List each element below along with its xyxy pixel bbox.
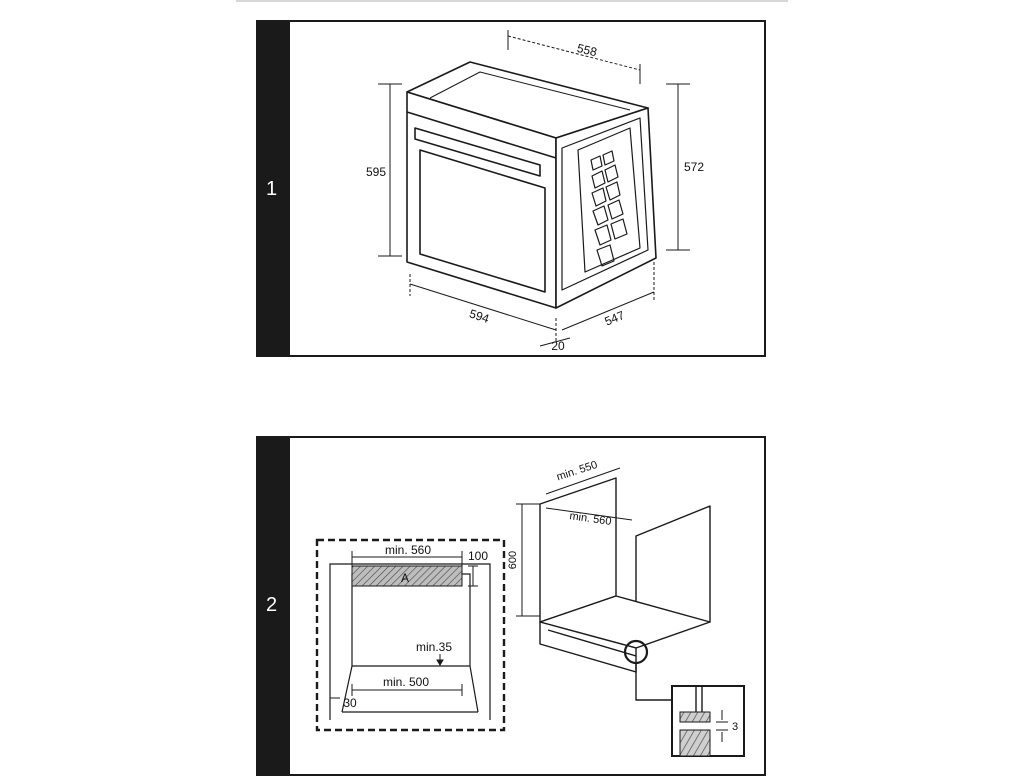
cutout-dashed-outline [315,538,506,732]
cabinet-depth-label: min. 550 [555,459,599,483]
oven-illustration [406,61,657,309]
figure-1-dimension-lines [378,30,690,347]
dim-558-label: 558 [576,41,599,60]
figure-2-sidebar: 2 [258,438,290,774]
bottom-min500-label: min. 500 [383,675,429,689]
cabinet-width-label: min. 560 [569,510,612,528]
detail-inset [671,685,745,757]
front-width-label: min. 560 [385,543,431,557]
dim-572-label: 572 [684,160,704,174]
oven-window [419,149,546,293]
cutout-inner [341,573,479,713]
oven-top-rim [429,71,631,111]
gap-min35-label: min.35 [416,640,452,654]
cutout-front-view [315,538,506,732]
cabinet-height-label: 600 [507,551,519,569]
figure-2-panel: 2 [256,436,766,776]
detail-gap-label: 3 [732,721,738,733]
vent-area-a [351,565,463,587]
dim-20-label: 20 [551,339,565,353]
oven-control-band [406,111,557,159]
oven-handle [414,127,541,177]
vent-slots [590,150,628,267]
oven-side-frame [561,117,649,291]
dim-547-label: 547 [603,308,627,329]
oven-side-vent [577,127,641,273]
top-rule [236,0,788,2]
vent-height-label: 100 [468,549,488,563]
side-30-label: 30 [343,696,357,710]
figure-2-number: 2 [266,594,278,616]
cabinet-view [516,467,711,701]
dim-594-label: 594 [468,306,492,326]
figure-1-number: 1 [266,178,278,200]
dim-595-label: 595 [366,165,386,179]
cutout-opening [329,563,491,720]
figure-1-sidebar: 1 [258,22,290,355]
vent-area-label: A [401,571,409,585]
